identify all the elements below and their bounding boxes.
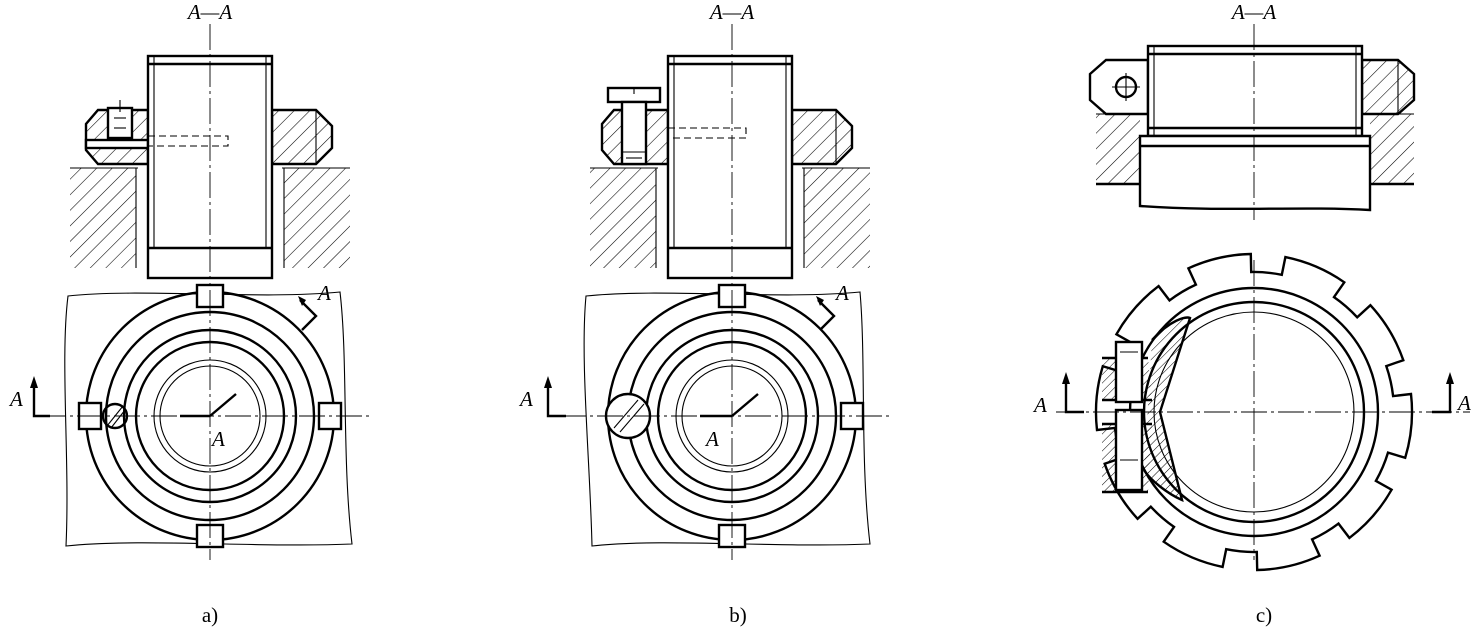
plan-view-c: A A [1032, 252, 1471, 572]
section-view-a: A—A [70, 0, 350, 290]
caption-a: a) [202, 603, 218, 627]
plan-view-a: A A A [8, 281, 370, 560]
center-label-a: A [210, 427, 225, 451]
caption-c: c) [1256, 603, 1272, 627]
figure-a: A—A [8, 0, 370, 627]
figure-c: A—A [1032, 0, 1471, 627]
section-view-c: A—A [1088, 0, 1416, 220]
caption-b: b) [729, 603, 747, 627]
arrow-label-left-c: A [1032, 393, 1047, 417]
slotted-ring-c [1094, 252, 1414, 572]
arrow-label-left-a: A [8, 387, 23, 411]
section-view-b: A—A [590, 0, 870, 290]
center-label-b: A [704, 427, 719, 451]
section-title-a: A—A [186, 0, 233, 24]
figure-b: A—A [518, 0, 890, 627]
arrow-label-left-b: A [518, 387, 533, 411]
arrow-label-right-a: A [316, 281, 331, 305]
section-title-c: A—A [1230, 0, 1277, 24]
arrow-label-right-c: A [1456, 391, 1471, 415]
arrow-label-right-b: A [834, 281, 849, 305]
section-title-b: A—A [708, 0, 755, 24]
plan-view-b: A A A [518, 281, 890, 560]
